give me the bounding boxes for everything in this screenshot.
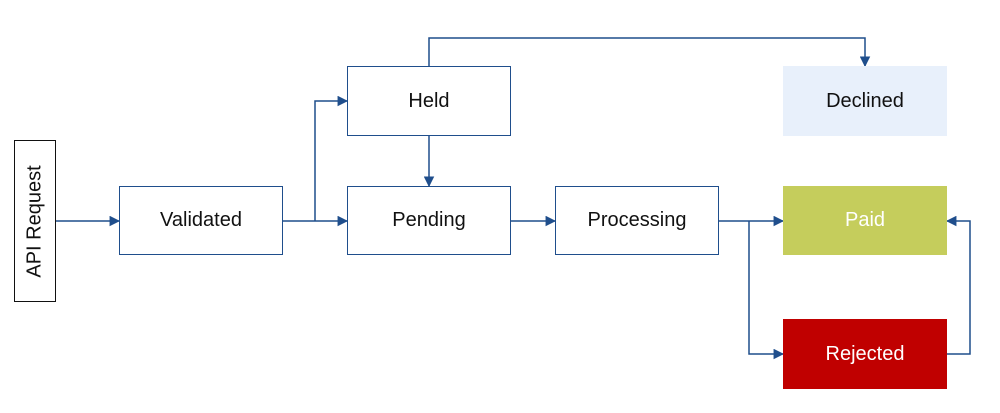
node-declined: Declined: [783, 66, 947, 136]
node-held-label: Held: [408, 89, 450, 112]
node-processing: Processing: [555, 186, 719, 255]
node-paid-label: Paid: [844, 209, 886, 231]
node-paid: Paid: [783, 186, 947, 255]
node-held: Held: [347, 66, 511, 136]
node-declined-label: Declined: [826, 89, 904, 112]
node-validated: Validated: [119, 186, 283, 255]
node-rejected: Rejected: [783, 319, 947, 389]
edge-validated-to-held: [314, 95, 349, 221]
node-pending-label: Pending: [392, 209, 466, 231]
node-api-request: API Request: [14, 140, 56, 302]
node-pending: Pending: [347, 186, 511, 255]
node-rejected-label: Rejected: [825, 342, 905, 365]
node-api-request-label: API Request: [23, 164, 46, 278]
node-processing-label: Processing: [587, 209, 687, 231]
edge-processing-to-rejected: [748, 221, 785, 360]
edge-held-to-declined: [428, 37, 871, 68]
node-validated-label: Validated: [160, 209, 242, 231]
edge-rejected-to-paid: [945, 215, 971, 355]
